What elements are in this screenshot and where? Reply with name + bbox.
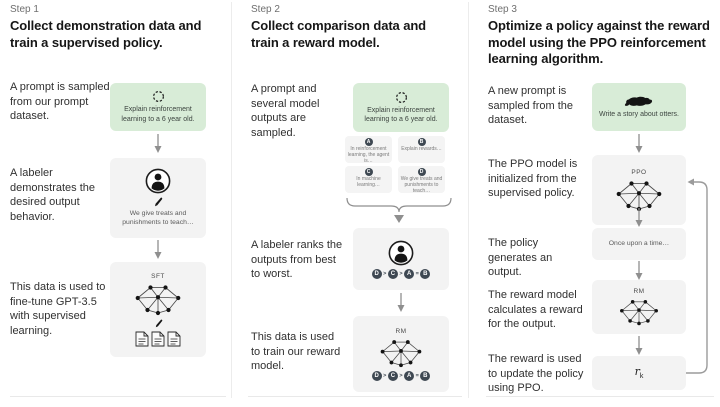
step2-prompt-box: Explain reinforcement learning to a 6 ye… (353, 83, 449, 132)
rank-separator: > (383, 372, 387, 379)
output-badge-b: B (417, 138, 426, 146)
step3-caption-reward: The reward model calculates a reward for… (488, 289, 583, 331)
rank-separator: > (399, 270, 403, 277)
step2-label: Step 2 (251, 4, 280, 15)
rank-separator: = (415, 270, 419, 277)
rank-circle: A (404, 370, 415, 381)
column-bottom-rule (248, 396, 462, 397)
down-arrow-icon (634, 336, 644, 356)
rm-model-label: RM (395, 327, 407, 335)
step1-caption-labeler: A labeler demonstrates the desired outpu… (10, 167, 95, 223)
reward-subscript: k (639, 373, 644, 381)
prompt-text: Explain reinforcement learning to a 6 ye… (364, 106, 438, 123)
labeler-icon (145, 168, 171, 194)
output-text-d: We give treats and punishments to teach… (400, 176, 443, 193)
ranking-row: D > C > A = B (371, 370, 431, 381)
model-output-cards: A In reinforcement learning, the agent i… (345, 136, 445, 193)
rank-circle: C (387, 370, 398, 381)
step1-caption-sft: This data is used to fine-tune GPT-3.5 w… (10, 281, 106, 337)
step3-title: Optimize a policy against the reward mod… (488, 18, 710, 67)
step1-title: Collect demonstration data and train a s… (10, 18, 202, 50)
output-text-b: Explain rewards… (401, 146, 442, 152)
documents-icon (135, 331, 181, 347)
cycle-icon (152, 90, 165, 103)
pencil-icon (153, 197, 163, 207)
output-badge-d: D (417, 168, 426, 176)
pencil-icon (154, 319, 163, 328)
down-arrow-icon (634, 134, 644, 154)
column-bottom-rule (486, 396, 714, 397)
prompt-text: Write a story about otters. (598, 110, 679, 118)
rm-model-label: RM (633, 288, 645, 295)
rank-circle: A (404, 268, 415, 279)
brace-icon (345, 197, 453, 225)
prompt-text: Explain reinforcement learning to a 6 ye… (121, 106, 195, 123)
output-text-c: In machine learning… (356, 176, 381, 188)
rank-circle: D (371, 268, 382, 279)
step3-caption-update: The reward is used to update the policy … (488, 353, 584, 395)
step2-labeler-box: D > C > A = B (353, 228, 449, 290)
down-arrow-icon (634, 261, 644, 281)
reward-symbol: r (634, 365, 640, 379)
output-card-a: A In reinforcement learning, the agent i… (345, 136, 392, 163)
step3-caption-ppo: The PPO model is initialized from the su… (488, 158, 578, 200)
output-badge-a: A (364, 138, 373, 146)
output-card-d: D We give treats and punishments to teac… (398, 166, 445, 193)
loop-arrow-icon (686, 171, 712, 383)
network-icon (379, 338, 423, 368)
down-arrow-icon (634, 208, 644, 228)
output-text-a: In reinforcement learning, the agent is… (347, 146, 390, 163)
step3-prompt-box: Write a story about otters. (592, 83, 686, 131)
down-arrow-icon (153, 240, 163, 260)
step1-prompt-box: Explain reinforcement learning to a 6 ye… (110, 83, 206, 131)
output-badge-c: C (364, 168, 373, 176)
cycle-icon (395, 91, 408, 104)
ranking-row: D > C > A = B (371, 268, 431, 279)
step2-title: Collect comparison data and train a rewa… (251, 18, 427, 50)
output-card-c: C In machine learning… (345, 166, 392, 193)
step3-label: Step 3 (488, 4, 517, 15)
rank-circle: B (420, 268, 431, 279)
reward-value: rk (635, 365, 644, 380)
network-icon (618, 298, 660, 326)
step3-reward-box: rk (592, 356, 686, 390)
step3-rm-box: RM (592, 280, 686, 334)
network-icon (134, 283, 182, 316)
ppo-model-label: PPO (631, 168, 647, 176)
rank-separator: = (415, 372, 419, 379)
step2-caption-prompt: A prompt and several model outputs are s… (251, 83, 320, 139)
column-bottom-rule (10, 396, 226, 397)
down-arrow-icon (153, 134, 163, 154)
generated-output-text: Once upon a time… (608, 239, 670, 247)
step1-label: Step 1 (10, 4, 39, 15)
column-divider (231, 2, 232, 398)
sft-model-label: SFT (151, 272, 165, 280)
rank-circle: B (420, 370, 431, 381)
rank-circle: C (387, 268, 398, 279)
step3-caption-output: The policy generates an output. (488, 237, 553, 279)
labeler-demo-text: We give treats and punishments to teach… (122, 210, 194, 226)
rank-separator: > (383, 270, 387, 277)
step1-caption-prompt: A prompt is sampled from our prompt data… (10, 81, 110, 123)
step2-rm-box: RM D > C > A = B (353, 316, 449, 392)
step1-labeler-box: We give treats and punishments to teach… (110, 158, 206, 238)
labeler-icon (388, 240, 414, 266)
network-icon (615, 179, 663, 212)
column-divider (468, 2, 469, 398)
step2-caption-rm: This data is used to train our reward mo… (251, 331, 341, 373)
step1-sft-box: SFT (110, 262, 206, 357)
rank-circle: D (371, 370, 382, 381)
step3-caption-prompt: A new prompt is sampled from the dataset… (488, 85, 573, 127)
down-arrow-icon (396, 293, 406, 313)
rank-separator: > (399, 372, 403, 379)
step2-caption-rank: A labeler ranks the outputs from best to… (251, 239, 343, 281)
output-card-b: B Explain rewards… (398, 136, 445, 163)
otter-icon (624, 95, 654, 108)
step3-output-box: Once upon a time… (592, 228, 686, 260)
